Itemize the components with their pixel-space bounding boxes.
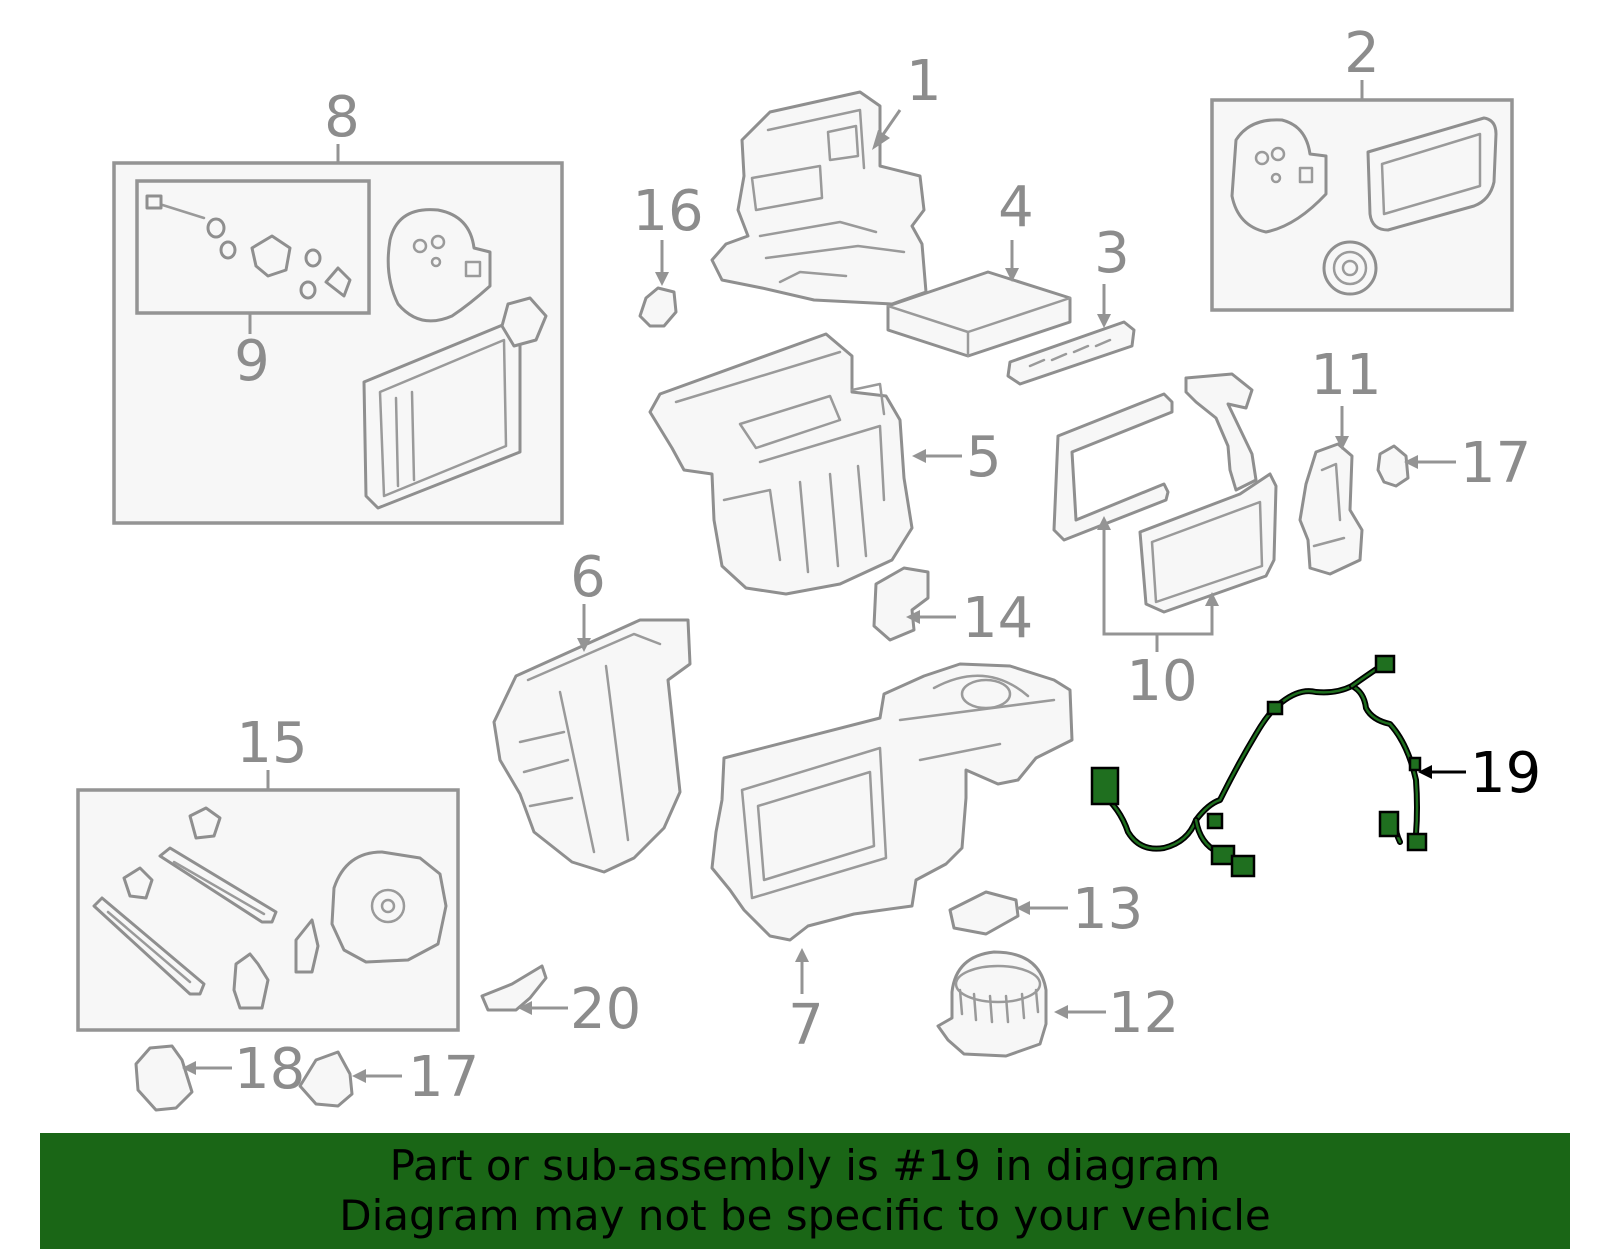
callout-3: 3: [1094, 221, 1130, 286]
callout-4: 4: [998, 175, 1034, 240]
callout-labels: 1 2 3 4 5 6 7 8 9 10 11 12 13 14 15 16 1…: [234, 21, 1541, 1110]
callout-2: 2: [1344, 21, 1380, 86]
callout-19: 19: [1470, 741, 1541, 806]
part-11-bracket: [1298, 442, 1364, 576]
part-5-heater-case: [648, 332, 914, 596]
part-19-wire-harness: [1090, 654, 1428, 878]
part-10-heater-core: [1052, 372, 1278, 614]
callout-8: 8: [324, 85, 360, 150]
part-box-8: [112, 144, 564, 525]
part-16-sensor: [638, 286, 678, 328]
callout-16: 16: [632, 179, 703, 244]
banner-line-1: Part or sub-assembly is #19 in diagram: [389, 1141, 1221, 1190]
part-8-cover: [386, 208, 492, 323]
part-8-evaporator: [362, 296, 548, 510]
callout-7: 7: [788, 993, 824, 1058]
part-17-actuator-upper: [1376, 444, 1410, 488]
highlight-banner: Part or sub-assembly is #19 in diagram D…: [40, 1133, 1570, 1249]
part-7-lower-case: [710, 662, 1074, 942]
part-1-upper-case: [710, 90, 928, 306]
callout-10: 10: [1126, 649, 1197, 714]
part-6-duct: [492, 618, 692, 874]
callout-9: 9: [234, 329, 270, 394]
part-9-hardware: [145, 194, 352, 300]
part-13-resistor: [948, 890, 1020, 936]
callout-12: 12: [1108, 981, 1179, 1046]
callout-15: 15: [236, 711, 307, 776]
part-12-blower: [936, 950, 1048, 1058]
part-18-actuator: [134, 1044, 194, 1112]
callout-1: 1: [906, 49, 942, 114]
part-14-actuator: [872, 566, 930, 642]
part-box-15: [76, 770, 460, 1032]
harness-connector-left: [1090, 766, 1120, 806]
callout-13: 13: [1072, 877, 1143, 942]
part-4-filter: [886, 270, 1072, 358]
callout-6: 6: [570, 545, 606, 610]
banner-line-2: Diagram may not be specific to your vehi…: [339, 1191, 1271, 1240]
callout-11: 11: [1310, 343, 1381, 408]
callout-17-upper: 17: [1460, 431, 1531, 496]
part-17-actuator-lower: [298, 1050, 354, 1108]
callout-14: 14: [962, 586, 1033, 651]
callout-5: 5: [966, 425, 1002, 490]
callout-18: 18: [234, 1037, 305, 1102]
part-3-bracket: [1006, 320, 1136, 386]
callout-20: 20: [570, 977, 641, 1042]
part-box-2: [1210, 80, 1514, 312]
part-20-sensor: [480, 964, 548, 1012]
callout-17-lower: 17: [408, 1045, 479, 1110]
